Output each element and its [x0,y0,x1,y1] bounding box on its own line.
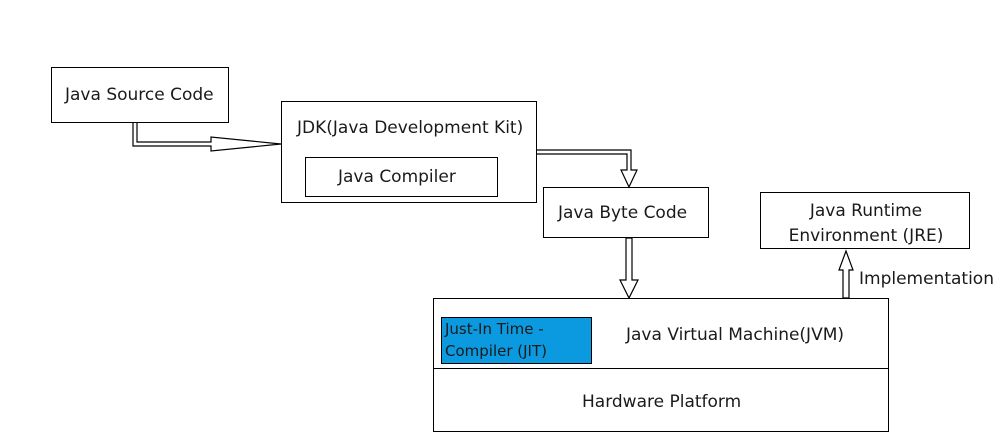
jre-label-line1: Java Runtime [809,201,923,221]
java-byte-code-label: Java Byte Code [558,203,688,223]
arrow-source-to-jdk [132,123,282,152]
jit-label-line2: Compiler (JIT) [445,342,547,360]
jit-label-line1: Just-In Time - [445,320,544,338]
arrow-jdk-to-bytecode [537,149,638,189]
java-source-code-label: Java Source Code [65,85,214,105]
jvm-label: Java Virtual Machine(JVM) [626,325,845,345]
jvm-hardware-divider [433,368,889,369]
jdk-label: JDK(Java Development Kit) [297,118,524,138]
hardware-platform-label: Hardware Platform [582,392,742,412]
java-byte-code-box: Java Byte Code [543,187,709,238]
java-compiler-box: Java Compiler [305,157,498,197]
jit-compiler-box: Just-In Time - Compiler (JIT) [441,317,592,364]
jre-box: Java Runtime Environment (JRE) [760,192,970,249]
jre-label-line2: Environment (JRE) [788,226,944,246]
arrow-bytecode-to-jvm [619,237,639,300]
arrow-jvm-to-jre [838,249,854,299]
java-source-code-box: Java Source Code [51,67,229,123]
implementation-label: Implementation [859,269,994,289]
java-compiler-label: Java Compiler [338,167,456,187]
